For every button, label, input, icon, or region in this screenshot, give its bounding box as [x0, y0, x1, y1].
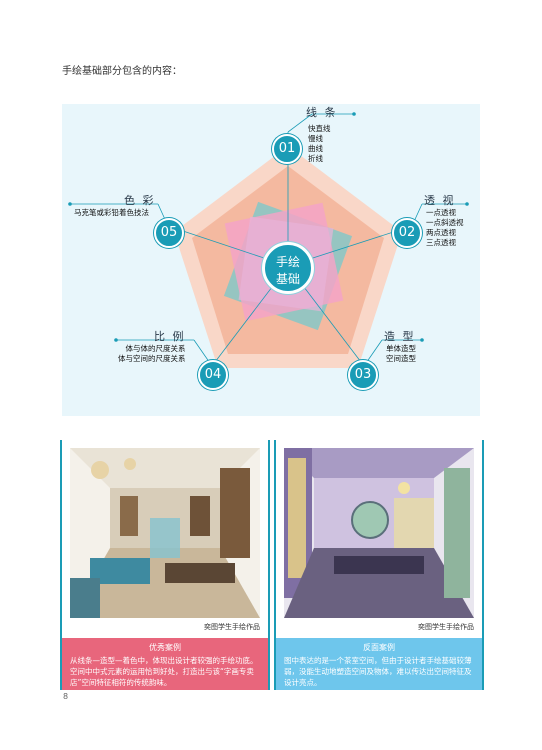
center-badge: 手绘 基础: [262, 242, 314, 294]
items-proportion: 体与体的尺度关系体与空间的尺度关系: [118, 344, 186, 363]
card-description: 图中表达的是一个茶室空间，但由于设计者手绘基础较薄弱，没能生动地塑造空间及物体，…: [284, 656, 472, 687]
intro-text: 手绘基础部分包含的内容：: [62, 66, 182, 77]
heading-lines: 线 条: [306, 106, 338, 119]
items-color: 马克笔或彩铅着色技法: [74, 208, 149, 217]
hand-drawing-basics-diagram: 线 条 01 快直线慢线 曲线折线 透 视 02 一点透视一点斜透视 两点透视三…: [62, 104, 480, 416]
items-form: 单体造型空间造型: [386, 344, 416, 363]
card-excellent-example: 奕图学生手绘作品 优秀案例 从线条—造型—着色中，体现出设计者较强的手绘功底。空…: [60, 440, 270, 690]
card-title: 反面案例: [363, 643, 395, 652]
page-number: 8: [63, 692, 69, 701]
sketch-illustration-living-room: [70, 448, 260, 618]
card-caption: 奕图学生手绘作品: [418, 623, 474, 631]
badge-05: 05: [154, 218, 184, 248]
connector-dots: [68, 112, 469, 342]
card-title: 优秀案例: [149, 643, 181, 652]
heading-form: 造 型: [384, 330, 416, 343]
items-lines: 快直线慢线 曲线折线: [308, 124, 331, 163]
card-description: 从线条—造型—着色中，体现出设计者较强的手绘功底。空间中中式元素的运用恰到好处，…: [70, 656, 258, 687]
heading-perspective: 透 视: [424, 194, 456, 207]
card-text-panel: 优秀案例 从线条—造型—着色中，体现出设计者较强的手绘功底。空间中中式元素的运用…: [62, 638, 268, 690]
badge-03: 03: [348, 360, 378, 390]
heading-proportion: 比 例: [154, 330, 186, 343]
card-text-panel: 反面案例 图中表达的是一个茶室空间，但由于设计者手绘基础较薄弱，没能生动地塑造空…: [276, 638, 482, 690]
items-perspective: 一点透视一点斜透视 两点透视三点透视: [426, 208, 464, 247]
sketch-illustration-tea-room: [284, 448, 474, 618]
card-negative-example: 奕图学生手绘作品 反面案例 图中表达的是一个茶室空间，但由于设计者手绘基础较薄弱…: [274, 440, 484, 690]
badge-02: 02: [392, 218, 422, 248]
heading-color: 色 彩: [124, 194, 156, 207]
card-caption: 奕图学生手绘作品: [204, 623, 260, 631]
badge-01: 01: [272, 134, 302, 164]
badge-04: 04: [198, 360, 228, 390]
